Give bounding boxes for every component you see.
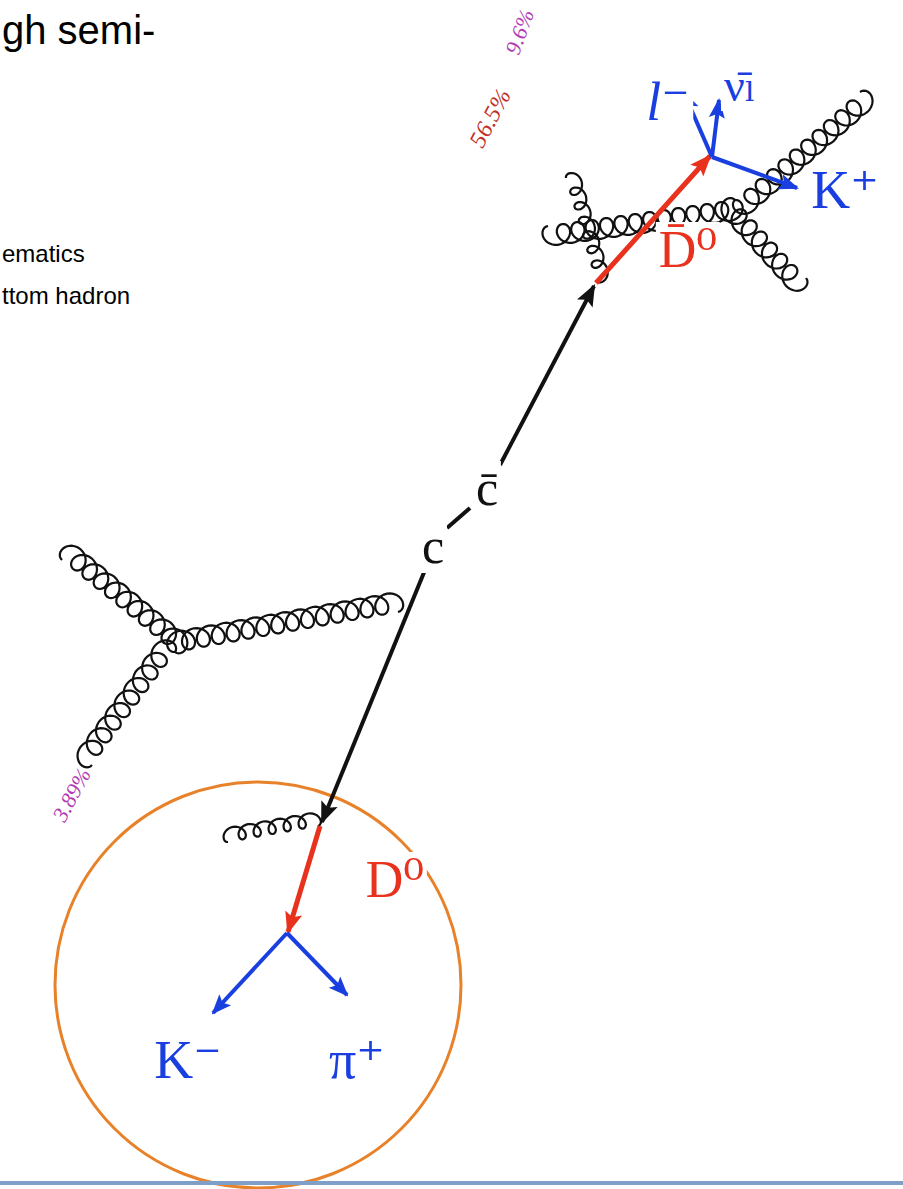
d-meson-arrow (288, 826, 320, 932)
gluon-lines (60, 91, 873, 842)
gluon-coil (566, 173, 608, 282)
gluon-coil (60, 546, 188, 654)
pion-arrow (287, 933, 347, 995)
particle-label: π⁺ (326, 1031, 388, 1089)
anticharm-quark-line (500, 286, 594, 465)
gluon-coil (167, 593, 403, 652)
kaon-arrow (712, 157, 797, 188)
charm-quark-line (322, 570, 425, 822)
branching-ratio: 3.89% (49, 765, 95, 826)
particle-label: D⁰ (363, 852, 427, 908)
particle-label: D̄⁰ (656, 222, 720, 278)
branching-ratio: 56.5% (465, 85, 515, 151)
footer-rule (0, 1181, 903, 1185)
branching-ratio: 9.6% (502, 7, 538, 58)
gluon-coil (721, 198, 807, 291)
gluon-coil (224, 813, 321, 842)
particle-label: K⁺ (811, 163, 879, 217)
slide-heading: gh semi- (2, 10, 155, 50)
bullet-text: ematics (2, 242, 85, 266)
selection-circle (55, 782, 461, 1188)
bullet-text: ttom hadron (2, 284, 130, 308)
gluon-coil (78, 640, 177, 767)
kaon-arrow (213, 933, 287, 1013)
particle-label: ν̄ₗ (721, 61, 759, 111)
quark-label: c (419, 519, 447, 573)
particle-label: K⁻ (151, 1031, 225, 1089)
particle-label: l⁻ (643, 73, 693, 131)
quark-label: c̄ (473, 461, 501, 515)
quark-pair-dash (447, 508, 470, 528)
neutrino-arrow (712, 100, 719, 157)
